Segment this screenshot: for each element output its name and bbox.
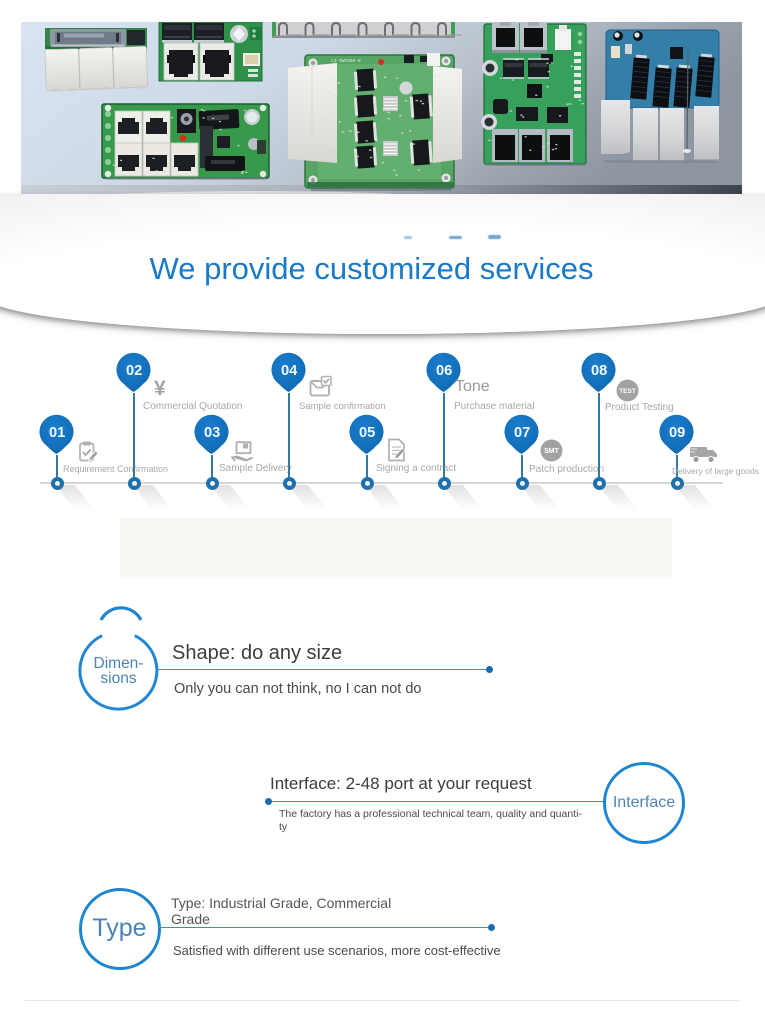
svg-text:03: 03 bbox=[204, 425, 220, 441]
svg-text:06: 06 bbox=[436, 363, 452, 379]
svg-text:SMT: SMT bbox=[544, 448, 560, 455]
svg-text:LZ-SWC8GH-8: LZ-SWC8GH-8 bbox=[331, 58, 361, 64]
svg-text:07: 07 bbox=[514, 425, 530, 441]
svg-text:08: 08 bbox=[591, 363, 607, 379]
svg-text:05: 05 bbox=[359, 425, 375, 441]
svg-text:09: 09 bbox=[669, 425, 685, 441]
svg-text:TEST: TEST bbox=[619, 388, 636, 395]
svg-text:04: 04 bbox=[281, 363, 298, 379]
svg-text:01: 01 bbox=[49, 425, 65, 441]
svg-text:02: 02 bbox=[126, 363, 142, 379]
